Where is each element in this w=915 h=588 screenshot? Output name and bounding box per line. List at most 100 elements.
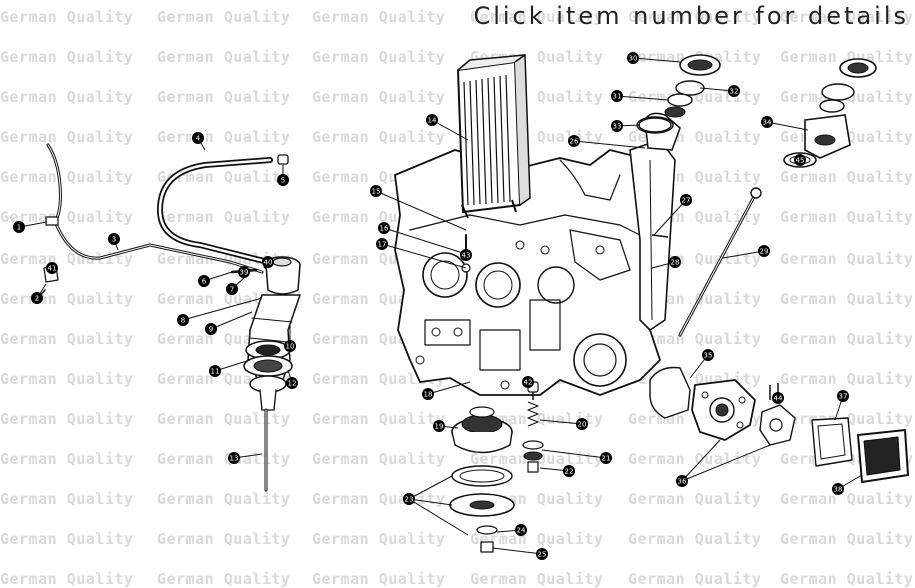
callout-item-38[interactable]: 38 [832,483,844,495]
callout-dot[interactable] [536,548,548,560]
callout-dot[interactable] [832,483,844,495]
callout-dot[interactable] [676,475,688,487]
callout-number: 12 [288,380,297,388]
callout-dot[interactable] [600,452,612,464]
callout-dot[interactable] [284,340,296,352]
callout-item-3[interactable]: 3 [108,233,120,245]
callout-dot[interactable] [378,222,390,234]
callout-item-28[interactable]: 28 [669,256,681,268]
callout-dot[interactable] [728,85,740,97]
callout-dot[interactable] [515,524,527,536]
callout-dot[interactable] [370,185,382,197]
callout-item-41[interactable]: 41 [46,262,58,274]
callout-item-13[interactable]: 13 [228,452,240,464]
callout-item-36[interactable]: 36 [676,475,688,487]
callout-dot[interactable] [794,154,806,166]
callout-dot[interactable] [611,90,623,102]
callout-dot[interactable] [177,314,189,326]
callout-dot[interactable] [376,238,388,250]
callout-item-32[interactable]: 32 [728,85,740,97]
callout-item-22[interactable]: 22 [563,465,575,477]
callout-item-42[interactable]: 42 [522,376,534,388]
callout-dot[interactable] [228,452,240,464]
callout-dot[interactable] [108,233,120,245]
callout-dot[interactable] [31,292,43,304]
callout-item-23[interactable]: 23 [403,493,415,505]
callout-item-17[interactable]: 17 [376,238,388,250]
callout-item-7[interactable]: 7 [226,283,238,295]
callout-item-12[interactable]: 12 [286,377,298,389]
callout-item-33[interactable]: 33 [611,120,623,132]
callout-dot[interactable] [205,323,217,335]
callout-number: 22 [565,468,574,476]
callout-item-44[interactable]: 44 [772,392,784,404]
callout-item-24[interactable]: 24 [515,524,527,536]
callout-dot[interactable] [460,249,472,261]
callout-dot[interactable] [46,262,58,274]
dipstick-drawing [678,187,762,337]
callout-dot[interactable] [426,114,438,126]
callout-item-34[interactable]: 34 [761,116,773,128]
callout-item-20[interactable]: 20 [576,418,588,430]
callout-dot[interactable] [680,194,692,206]
callout-item-43[interactable]: 43 [460,249,472,261]
callout-dot[interactable] [262,256,274,268]
callout-number: 19 [435,423,444,431]
callout-item-1[interactable]: 1 [13,221,25,233]
callout-item-8[interactable]: 8 [177,314,189,326]
callout-number: 31 [613,93,622,101]
oil-pump-drawing [649,366,909,483]
callout-item-37[interactable]: 37 [837,390,849,402]
callout-dot[interactable] [422,388,434,400]
callout-item-15[interactable]: 15 [370,185,382,197]
callout-item-9[interactable]: 9 [205,323,217,335]
callout-dot[interactable] [563,465,575,477]
callout-item-19[interactable]: 19 [433,420,445,432]
callout-item-2[interactable]: 2 [31,292,43,304]
callout-item-18[interactable]: 18 [422,388,434,400]
callout-dot[interactable] [433,420,445,432]
callout-dot[interactable] [226,283,238,295]
callout-item-40[interactable]: 40 [262,256,274,268]
callout-number: 43 [462,252,471,260]
callout-dot[interactable] [611,120,623,132]
callout-item-30[interactable]: 30 [627,52,639,64]
callout-item-14[interactable]: 14 [426,114,438,126]
callout-dot[interactable] [761,116,773,128]
callout-item-11[interactable]: 11 [209,365,221,377]
callout-dot[interactable] [277,174,289,186]
callout-dot[interactable] [669,256,681,268]
callout-item-10[interactable]: 10 [284,340,296,352]
callout-dot[interactable] [758,245,770,257]
callout-number: 30 [629,55,638,63]
callout-dot[interactable] [522,376,534,388]
callout-dot[interactable] [576,418,588,430]
callout-dot[interactable] [702,349,714,361]
callout-dot[interactable] [837,390,849,402]
callout-item-21[interactable]: 21 [600,452,612,464]
callout-dot[interactable] [403,493,415,505]
callout-item-29[interactable]: 29 [758,245,770,257]
callout-dot[interactable] [198,275,210,287]
callout-item-45[interactable]: 45 [794,154,806,166]
callout-dot[interactable] [238,266,250,278]
callout-item-31[interactable]: 31 [611,90,623,102]
callout-item-39[interactable]: 39 [238,266,250,278]
callout-dot[interactable] [286,377,298,389]
callout-item-4[interactable]: 4 [192,132,204,144]
callout-item-25[interactable]: 25 [536,548,548,560]
callout-item-26[interactable]: 26 [568,135,580,147]
callout-number: 28 [671,259,680,267]
callout-item-5[interactable]: 5 [277,174,289,186]
callout-number: 38 [834,486,843,494]
callout-dot[interactable] [772,392,784,404]
callout-dot[interactable] [192,132,204,144]
callout-item-6[interactable]: 6 [198,275,210,287]
callout-dot[interactable] [209,365,221,377]
callout-dot[interactable] [13,221,25,233]
callout-item-27[interactable]: 27 [680,194,692,206]
callout-dot[interactable] [627,52,639,64]
callout-item-16[interactable]: 16 [378,222,390,234]
callout-item-35[interactable]: 35 [702,349,714,361]
callout-dot[interactable] [568,135,580,147]
